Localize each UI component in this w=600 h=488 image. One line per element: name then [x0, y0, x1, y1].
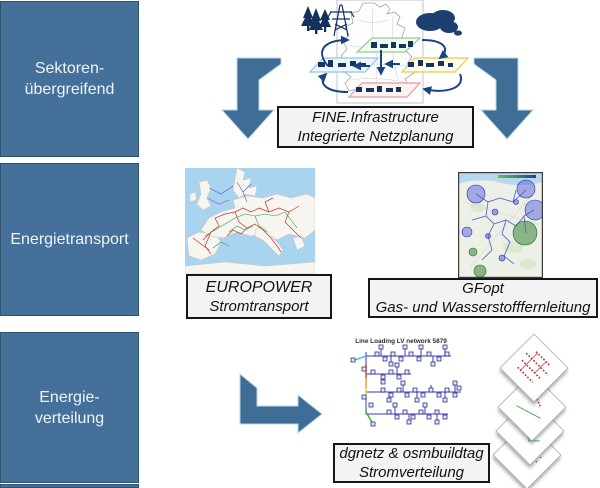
model-name: EUROPOWER: [205, 278, 313, 296]
sector-label-line: Sektoren-: [34, 60, 105, 77]
lv-nodes: [350, 344, 462, 427]
gfopt-label-box: GFopt Gas- und Wasserstofffernleitung: [368, 278, 598, 318]
gfopt-network-map: [458, 172, 543, 278]
model-subtitle: Stromverteilung: [358, 464, 465, 481]
result-card: [499, 333, 569, 403]
europower-label-box: EUROPOWER Stromtransport: [186, 274, 332, 319]
model-subtitle: Integrierte Netzplanung: [297, 128, 454, 145]
dc-grid-lines: [204, 211, 298, 249]
europower-grid-map: [185, 168, 315, 274]
sector-label-line: übergreifend: [24, 81, 115, 98]
sector-plane-icons: [308, 37, 470, 98]
interconnector-lines: [206, 181, 252, 205]
trees-icon: [301, 6, 331, 34]
dgnetz-label-box: dgnetz & osmbuildtag Stromverteilung: [333, 443, 490, 483]
model-name: FINE.Infrastructure: [312, 109, 439, 126]
sector-box-energietransport: Energietransport: [0, 163, 139, 316]
lv-network-figure: Line Loading LV network 5879: [333, 334, 470, 443]
fine-label-box: FINE.Infrastructure Integrierte Netzplan…: [277, 106, 474, 148]
lv-network-title: Line Loading LV network 5879: [355, 338, 447, 345]
sector-box-energieverteilung: Energie- verteilung: [0, 332, 139, 483]
sector-box-partial: [0, 484, 139, 488]
arrow-down-right: [473, 57, 535, 140]
model-subtitle: Stromtransport: [209, 297, 309, 315]
model-name: dgnetz & osmbuildtag: [339, 445, 484, 462]
result-cards-stack: [492, 333, 569, 488]
sector-label-line: Energietransport: [10, 231, 129, 248]
clouds-icon: [416, 10, 462, 36]
coupling-arrows: [317, 35, 463, 95]
model-subtitle: Gas- und Wasserstofffernleitung: [375, 299, 591, 316]
arrow-down-left: [220, 57, 282, 140]
power-pylon-icon: [327, 4, 355, 37]
sector-box-sektorenuebergreifend: Sektoren- übergreifend: [0, 1, 139, 157]
model-name: GFopt: [462, 280, 504, 297]
arrow-right-elbow: [239, 372, 323, 435]
ac-grid-lines: [192, 197, 302, 255]
fine-sector-coupling-illustration: [301, 0, 470, 104]
sector-label-line: verteilung: [34, 409, 105, 427]
sector-label-line: Energie-: [39, 388, 100, 406]
color-scale-bar: [498, 175, 536, 178]
capacity-bubbles: [461, 179, 543, 278]
